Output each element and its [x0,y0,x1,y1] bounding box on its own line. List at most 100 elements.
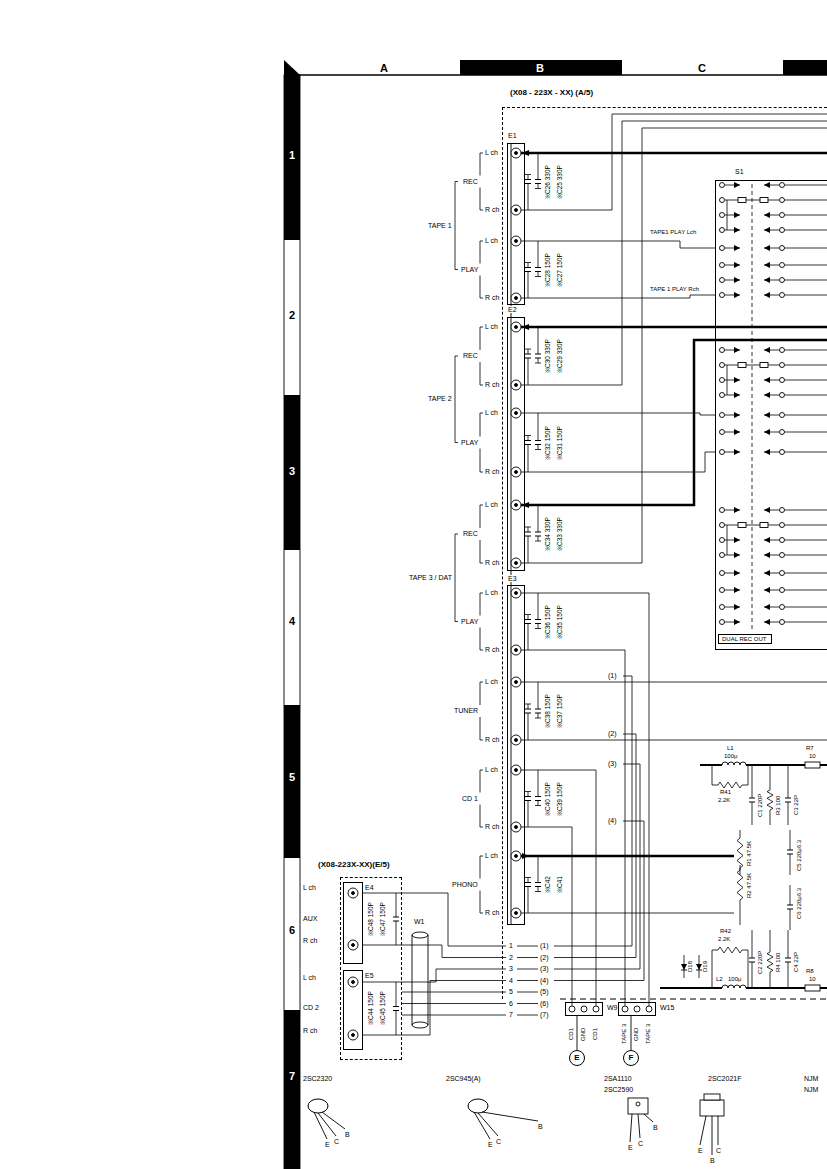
grid-reference: A [380,63,388,74]
terminal-circle: E [569,1050,585,1066]
board-outline: (X08-223X-XX)(E/5)E4E5 [340,877,402,1060]
capacitor-symbol [525,797,531,801]
switch-arrow [764,262,770,268]
switch-arrow [734,570,740,576]
resistor-symbol [718,782,742,788]
capacitor-symbol [787,850,793,854]
switch-contact [780,263,785,268]
capacitor-value: ※C48 150P [368,902,375,936]
node-text: E1 [508,132,517,139]
component-value: 2.2K [718,797,730,803]
wire [785,295,827,296]
jack-symbol [515,649,518,652]
bracket [480,856,483,913]
jack-symbol [511,293,521,303]
switch-arrow [764,227,770,233]
switch-contact [780,393,785,398]
pin-name: CD1 [592,1028,598,1040]
capacitor-symbol [525,180,531,184]
signal-wire [521,855,734,858]
wire [517,980,538,981]
switch-arrow [734,245,740,251]
signal-wire [521,326,827,329]
wire [785,452,827,453]
input-group-name: PLAY [461,266,478,273]
frame-band [460,60,622,75]
signal-name: TAPE1 PLAY Lch [650,229,696,235]
capacitor-symbol [535,180,541,184]
input-label: R ch [303,1027,317,1034]
switch-arrow [764,412,770,418]
node-text: W9 [607,1004,618,1011]
jack-symbol [511,467,521,477]
switch-contact [720,393,725,398]
wire [396,893,397,917]
capacitor-symbol [525,354,531,358]
lead-letter: E [488,1141,493,1148]
wire [517,992,538,993]
node-text: E [570,1051,584,1065]
component-value: R42 [720,928,731,934]
wire [538,856,539,883]
input-group-name: PLAY [461,618,478,625]
capacitor-symbol [525,441,531,445]
capacitor-value: ※C32 150P [545,426,552,460]
transistor-lead [478,1113,498,1136]
jack-symbol [352,944,355,947]
switch-arrow [734,449,740,455]
switch-arrow [764,507,770,513]
switch-contact [720,278,725,283]
node-text: E3 [508,575,517,582]
signal-wire [660,987,827,989]
connector [631,1016,632,1050]
grid-reference: 3 [289,466,295,477]
ground-symbol [535,445,541,450]
capacitor-symbol [535,268,541,272]
capacitor-symbol [535,441,541,445]
jack-symbol [352,981,355,984]
switch-contact [780,450,785,455]
signal-wire [554,676,632,946]
pin-number: (5) [540,988,549,995]
ground-symbol [525,792,531,797]
jack-symbol [515,592,518,595]
switch-contact [780,508,785,513]
switch-arrow [764,429,770,435]
switch-arrow [764,377,770,383]
wire [396,921,397,945]
switch-arrow [764,292,770,298]
signal-wire [521,128,827,563]
switch-contact [720,538,725,543]
input-label: CD 2 [303,1004,319,1011]
wire [725,540,779,541]
wire [725,350,779,351]
switch-arrow [734,412,740,418]
channel-label: R ch [485,646,499,653]
arrow-head [522,502,529,508]
transistor-symbol [700,1100,724,1116]
grid-reference: 1 [289,150,295,161]
capacitor-symbol [525,268,531,272]
capacitor-value: ※C29 330P [557,339,564,373]
inductor-symbol [722,985,746,988]
ground-symbol [535,272,541,277]
wire [528,358,529,385]
component-value: C5 220μ6.3 [796,839,802,870]
connector-line [577,1016,578,1050]
transistor-lead [322,1112,345,1129]
capacitor-symbol [787,905,793,909]
capacitor-symbol [785,958,791,962]
input-group-name: TAPE 2 [428,395,452,402]
input-group-name: REC [463,178,478,185]
switch-contact [720,213,725,218]
switch-contact [780,553,785,558]
capacitor-symbol [525,620,531,624]
jack-symbol [515,826,518,829]
capacitor-value: ※C34 330P [545,517,552,551]
wire [725,280,779,281]
capacitor-value: ※C37 150P [557,694,564,728]
switch-contact [720,571,725,576]
jack-symbol [348,1030,358,1040]
signal-wire [554,821,644,981]
